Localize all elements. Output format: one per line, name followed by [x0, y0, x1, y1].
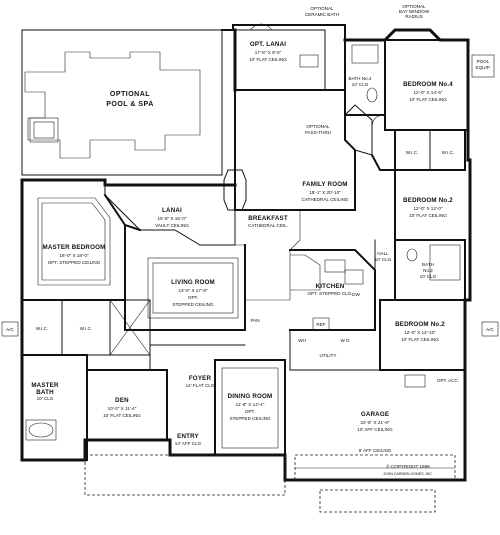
family-room-dim: 18'-1" X 20'-10"	[309, 190, 341, 195]
opt-acc-label: OPT. ACC.	[437, 378, 459, 383]
pool-label-1: OPTIONAL	[110, 91, 150, 98]
bedroom-2b-ceiling: 10' FLAT CEILING	[401, 337, 439, 342]
wic-bed-1: W.I.C.	[406, 150, 419, 155]
bedroom-2a-name: BEDROOM No.2	[403, 197, 453, 204]
kitchen-name: KITCHEN	[316, 283, 345, 290]
foyer-name: FOYER	[189, 375, 212, 382]
bedroom-4-dim: 12'-0" X 14'-6"	[413, 90, 442, 95]
utility-name: UTILITY	[319, 353, 336, 358]
copyright-line-2: JOHN CARMEN HOMES, INC.	[383, 472, 433, 476]
bath-2-name: BATH	[422, 262, 434, 267]
garage-door-label: 8' AFF CEILING	[359, 448, 392, 453]
bath-2-sub: No.2	[423, 268, 433, 273]
garage-name: GARAGE	[361, 411, 389, 418]
dining-room-ceiling-2: STEPPED CEILING	[229, 416, 271, 421]
bedroom-4-ceiling: 10' FLAT CEILING	[409, 97, 447, 102]
breakfast-ceiling: CATHEDRAL CEIL.	[248, 223, 288, 228]
breakfast: BREAKFAST CATHEDRAL CEIL.	[234, 209, 301, 301]
optional-ceramic-bath-1: OPTIONAL	[310, 6, 334, 11]
lanai-ceiling: VAULT CEILING	[155, 223, 189, 228]
opt-lanai-ceiling: 10' FLAT CEILING	[249, 57, 287, 62]
opt-lanai: OPT. LANAI 17'-8" X 9'-0" 10' FLAT CEILI…	[234, 23, 326, 91]
front-rooms: DEN 10'-0" X 11'-4" 10' FLAT CEILING FOY…	[84, 344, 286, 496]
bedroom-2a-ceiling: 10' FLAT CEILING	[409, 213, 447, 218]
den-dim: 10'-0" X 11'-4"	[108, 406, 137, 411]
garage-dim: 22'-6" X 21'-8"	[360, 420, 389, 425]
lanai: LANAI 15'-6" X 16'-0" VAULT CEILING	[104, 169, 247, 246]
bedroom-2-upper: W.I.C. W.I.C. BEDROOM No.2 12'-0" X 12'-…	[370, 129, 466, 241]
hall-ceiling: 10' CLG	[375, 257, 392, 262]
dw-label: DW	[352, 292, 360, 297]
optional-ceramic-bath-2: CERAMIC BATH	[305, 12, 339, 17]
bay-window-1: OPTIONAL	[402, 4, 426, 9]
kitchen-ceiling: OPT. STEPPED CLG.	[308, 291, 353, 296]
living-room-ceiling-1: OPT.	[188, 295, 198, 300]
bedroom-2b-dim: 12'-0" X 12'-10"	[404, 330, 436, 335]
bath-4-ceiling: 10' CLG	[352, 82, 369, 87]
copyright-line-1: © COPYRIGHT 1998	[386, 463, 430, 469]
bedroom-4-suite: BATH No.4 10' CLG BEDROOM No.4 12'-0" X …	[344, 39, 469, 131]
master-bedroom-dim: 16'-0" X 18'-0"	[59, 253, 88, 258]
bedroom-4-name: BEDROOM No.4	[403, 81, 453, 88]
wic-center-label: W.I.C.	[80, 326, 93, 331]
master-bath-name-2: BATH	[36, 389, 54, 396]
den-name: DEN	[115, 397, 129, 404]
wic-bed-2: W.I.C.	[442, 150, 455, 155]
master-bath-ceiling: 10' CLG	[37, 396, 54, 401]
dining-room-dim: 11'-8" X 14'-4"	[236, 402, 265, 407]
den-ceiling: 10' FLAT CEILING	[103, 413, 141, 418]
entry-name: ENTRY	[177, 433, 199, 440]
breakfast-name: BREAKFAST	[248, 215, 288, 222]
lanai-name: LANAI	[162, 207, 182, 214]
bay-window-3: RADIUS	[405, 14, 422, 19]
opt-lanai-dim: 17'-8" X 9'-0"	[255, 50, 282, 55]
pool-equip-2: EQUIP.	[476, 65, 491, 70]
bath-2-ceiling: 10' CLG	[420, 274, 437, 279]
master-bedroom: MASTER BEDROOM 16'-0" X 18'-0" OPT. STEP…	[21, 179, 126, 301]
bedroom-2a-dim: 12'-0" X 12'-0"	[413, 206, 442, 211]
pool-label-2: POOL & SPA	[106, 101, 154, 108]
garage: GARAGE 22'-6" X 21'-8" 10' AFF CEILING 8…	[284, 369, 456, 513]
optional-pass-2: PASS-THRU	[305, 130, 331, 135]
wh-label: WH	[298, 338, 306, 343]
dining-room-ceiling-1: OPT.	[245, 409, 255, 414]
ac-left-label: A/C	[6, 327, 14, 332]
entry-ceiling: 14' AFF CLG	[175, 441, 202, 446]
top-labels: OPTIONAL CERAMIC BATH OPTIONAL BAY WINDO…	[305, 4, 495, 78]
living-room: LIVING ROOM 13'-0" X 17'-8" OPT. STEPPED…	[123, 223, 246, 331]
pool-equip-1: POOL	[477, 59, 490, 64]
hall-bath-2: HALL 10' CLG BATH No.2 10' CLG BEDROOM N…	[374, 239, 466, 371]
pan-label: PAN	[250, 318, 259, 323]
master-bath-name-1: MASTER	[31, 382, 59, 389]
ref-label: REF	[316, 322, 325, 327]
optional-pass-1: OPTIONAL	[306, 124, 330, 129]
foyer-ceiling: 14' FLAT CLG	[186, 383, 215, 388]
ac-right-label: A/C	[486, 327, 494, 332]
master-bedroom-ceiling: OPT. STEPPED CEILING	[48, 260, 101, 265]
bay-window-2: BAY WINDOW	[399, 9, 430, 14]
garage-ceiling: 10' AFF CEILING	[357, 427, 393, 432]
pool-spa-area: OPTIONAL POOL & SPA	[21, 29, 223, 176]
opt-lanai-name: OPT. LANAI	[250, 41, 286, 48]
living-room-name: LIVING ROOM	[171, 279, 215, 286]
family-room: OPTIONAL PASS-THRU FAMILY ROOM 18'-1" X …	[234, 89, 373, 211]
hall-name: HALL	[377, 251, 389, 256]
family-room-ceiling: CATHEDRAL CEILING	[302, 197, 349, 202]
copyright: © COPYRIGHT 1998 JOHN CARMEN HOMES, INC.	[383, 463, 433, 476]
kitchen: KITCHEN OPT. STEPPED CLG. REF DW PAN	[250, 249, 376, 331]
bedroom-2b-name: BEDROOM No.2	[395, 321, 445, 328]
living-room-ceiling-2: STEPPED CEILING	[172, 302, 214, 307]
ac-units: A/C A/C	[1, 321, 499, 337]
wd-label: W D	[341, 338, 351, 343]
family-room-name: FAMILY ROOM	[302, 181, 347, 188]
lanai-dim: 15'-6" X 16'-0"	[157, 216, 186, 221]
master-bedroom-name: MASTER BEDROOM	[43, 244, 106, 251]
wic-left-label: W.I.C.	[36, 326, 49, 331]
dining-room-name: DINING ROOM	[228, 393, 273, 400]
bath-4-name: BATH No.4	[349, 76, 372, 81]
living-room-dim: 13'-0" X 17'-8"	[178, 288, 207, 293]
utility: UTILITY WH W D OPT. ACC.	[289, 329, 459, 388]
